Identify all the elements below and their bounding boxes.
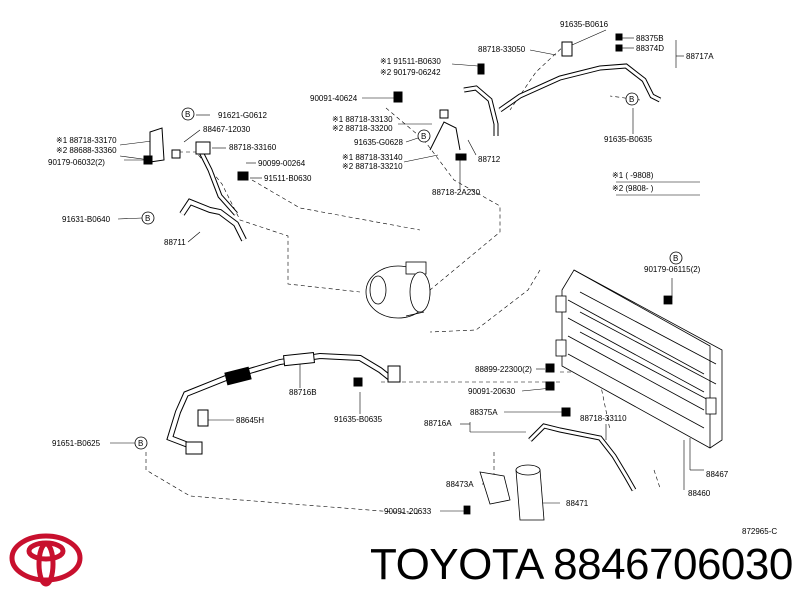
legend-row-2: ※2 (9808- ) — [612, 184, 654, 193]
label-90099-00264: 90099-00264 — [258, 159, 306, 168]
b-marker: B — [181, 107, 195, 121]
label-88473a: 88473A — [446, 480, 474, 489]
compressor — [365, 261, 431, 319]
label-88645h: 88645H — [236, 416, 264, 425]
svg-text:B: B — [673, 254, 678, 263]
svg-text:B: B — [629, 95, 634, 104]
b-marker: B — [417, 129, 431, 143]
hose-88716a — [528, 363, 637, 492]
b-markers: B B B B B B — [134, 92, 683, 450]
label-88716b: 88716B — [289, 388, 317, 397]
hose-88717a — [498, 33, 662, 113]
label-90179-06032: 90179-06032(2) — [48, 158, 105, 167]
label-91621-g0612: 91621-G0612 — [218, 111, 267, 120]
label-88718-33210: ※2 88718-33210 — [342, 162, 403, 171]
label-88718-33200: ※2 88718-33200 — [332, 124, 393, 133]
label-88718-33140: ※1 88718-33140 — [342, 153, 403, 162]
svg-text:B: B — [421, 132, 426, 141]
hose-88716b — [166, 352, 401, 455]
label-88460: 88460 — [688, 489, 711, 498]
label-88718-33130: ※1 88718-33130 — [332, 115, 393, 124]
legend: ※1 ( -9808) ※2 (9808- ) — [612, 171, 654, 193]
label-91635-b0616: 91635-B0616 — [560, 20, 609, 29]
leader-lines — [110, 29, 704, 512]
label-91635-b0635-top: 91635-B0635 — [604, 135, 653, 144]
label-90091-20630: 90091-20630 — [468, 387, 516, 396]
label-91635-b0635-bottom: 91635-B0635 — [334, 415, 383, 424]
legend-row-1: ※1 ( -9808) — [612, 171, 654, 180]
hose-88711 — [143, 127, 249, 242]
label-88375a: 88375A — [470, 408, 498, 417]
hose-88712 — [393, 63, 499, 161]
label-88712: 88712 — [478, 155, 501, 164]
label-88718-33170: ※1 88718-33170 — [56, 136, 117, 145]
label-88375b: 88375B — [636, 34, 664, 43]
label-90091-20633: 90091-20633 — [384, 507, 432, 516]
svg-text:B: B — [138, 439, 143, 448]
label-91631-b0640: 91631-B0640 — [62, 215, 111, 224]
label-88899-22300: 88899-22300(2) — [475, 365, 532, 374]
label-91651-b0625: 91651-B0625 — [52, 439, 101, 448]
b-marker: B — [625, 92, 639, 106]
label-91511-b0630-2: 91511-B0630 — [264, 174, 312, 183]
label-88718-33110: 88718-33110 — [580, 414, 627, 423]
label-88471: 88471 — [566, 499, 589, 508]
label-88467: 88467 — [706, 470, 729, 479]
label-88711: 88711 — [164, 238, 186, 247]
label-91635-g0628: 91635-G0628 — [354, 138, 403, 147]
label-88374d: 88374D — [636, 44, 664, 53]
label-91511-b0630-1: ※1 91511-B0630 — [380, 57, 441, 66]
toyota-logo — [9, 533, 83, 587]
condenser — [555, 269, 723, 449]
drawn-parts — [143, 33, 723, 521]
svg-text:B: B — [185, 110, 190, 119]
receiver-dryer — [463, 464, 545, 521]
label-90091-40624: 90091-40624 — [310, 94, 358, 103]
label-88717a: 88717A — [686, 52, 714, 61]
b-marker: B — [669, 251, 683, 265]
label-88467-12030: 88467-12030 — [203, 125, 251, 134]
part-labels: 91635-B0616 88375B 88374D 88717A 88718-3… — [48, 20, 777, 536]
svg-text:B: B — [145, 214, 150, 223]
label-88688-33360: ※2 88688-33360 — [56, 146, 117, 155]
drawing-code: 872965-C — [742, 527, 777, 536]
brand-part-number: TOYOTA 8846706030 — [370, 540, 793, 589]
b-marker: B — [134, 436, 148, 450]
b-marker: B — [141, 211, 155, 225]
label-90179-06115: 90179-06115(2) — [644, 265, 701, 274]
label-88718-33160: 88718-33160 — [229, 143, 277, 152]
label-90179-06242: ※2 90179-06242 — [380, 68, 441, 77]
label-88718-33050: 88718-33050 — [478, 45, 526, 54]
label-88718-2a230: 88718-2A230 — [432, 188, 481, 197]
label-88716a: 88716A — [424, 419, 452, 428]
